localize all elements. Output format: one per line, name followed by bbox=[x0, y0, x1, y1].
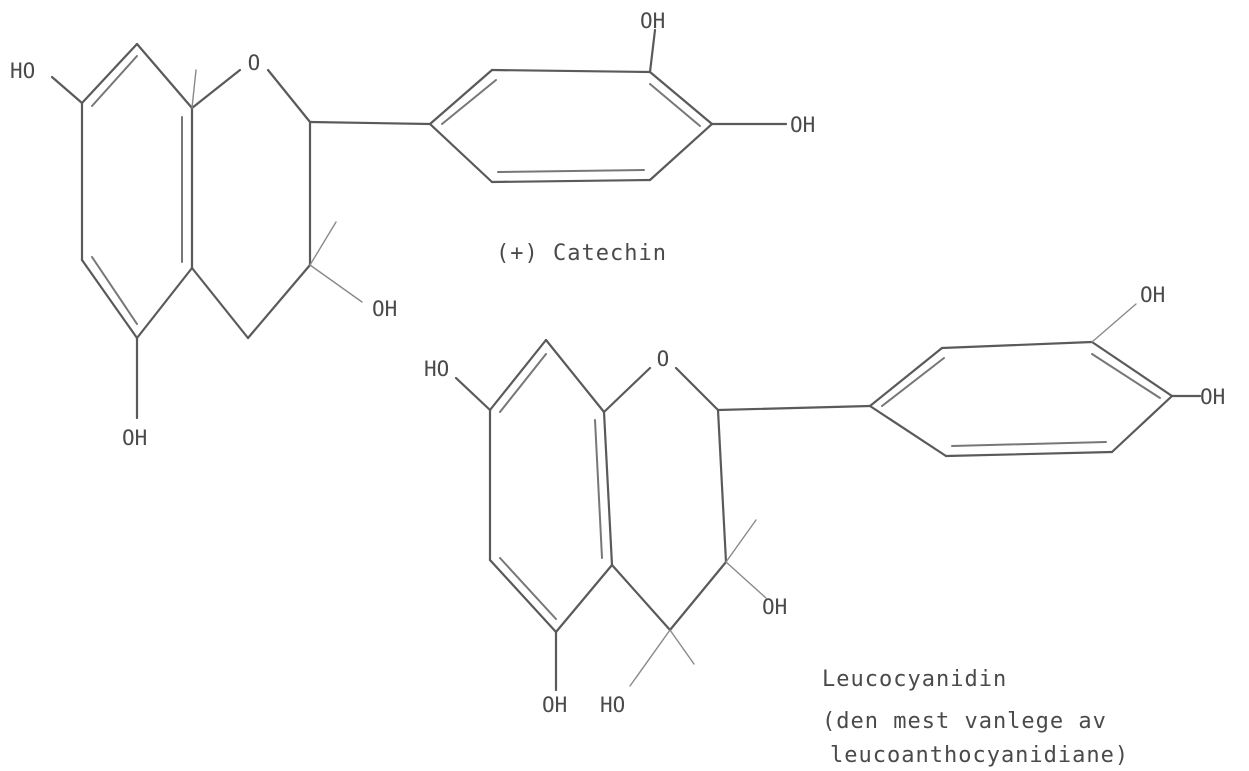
catechin-ring-oxygen: O bbox=[248, 51, 261, 75]
catechin-name: (+) Catechin bbox=[496, 241, 667, 266]
leucocyanidin-note-line1: (den mest vanlege av bbox=[822, 709, 1107, 734]
leucocyanidin-link-bond bbox=[716, 404, 872, 412]
catechin-label-5-oh: OH bbox=[122, 426, 147, 450]
leucocyanidin-label-5-oh: OH bbox=[542, 693, 567, 717]
catechin-label-3-oh: OH bbox=[372, 297, 397, 321]
leucocyanidin-label-4-ho: HO bbox=[600, 693, 625, 717]
leucocyanidin-label-3-oh: OH bbox=[762, 595, 787, 619]
leucocyanidin-bond-7-oh bbox=[454, 376, 492, 412]
leucocyanidin-bond-4-h bbox=[669, 629, 695, 665]
leucocyanidin-ring-c bbox=[602, 366, 728, 632]
catechin-label-3p-oh: OH bbox=[640, 9, 665, 33]
leucocyanidin-ring-a bbox=[488, 338, 614, 634]
catechin-structure: O HO OH OH OH OH (+) Catechin bbox=[10, 9, 815, 450]
catechin-bond-3-h bbox=[309, 221, 337, 266]
leucocyanidin-bond-3-h bbox=[725, 519, 757, 563]
catechin-ring-c bbox=[190, 68, 312, 340]
catechin-link-bond bbox=[308, 120, 432, 126]
catechin-label-4p-oh: OH bbox=[790, 113, 815, 137]
catechin-bond-7-oh bbox=[50, 75, 84, 105]
leucocyanidin-ring-b bbox=[868, 340, 1174, 458]
leucocyanidin-structure: O HO OH OH OH OH HO Leucocyanidin (den m… bbox=[424, 283, 1225, 768]
leucocyanidin-label-4p-oh: OH bbox=[1200, 385, 1225, 409]
catechin-bond-3-oh bbox=[309, 264, 363, 303]
leucocyanidin-label-7-oh: HO bbox=[424, 357, 449, 381]
leucocyanidin-bond-3-oh bbox=[725, 561, 767, 599]
leucocyanidin-note-line2: leucoanthocyanidiane) bbox=[830, 743, 1129, 768]
leucocyanidin-name: Leucocyanidin bbox=[822, 667, 1007, 692]
catechin-label-7-oh: HO bbox=[10, 59, 35, 83]
catechin-ring-a bbox=[80, 42, 194, 340]
leucocyanidin-label-3p-oh: OH bbox=[1140, 283, 1165, 307]
leucocyanidin-bond-3p-oh bbox=[1091, 303, 1137, 343]
leucocyanidin-bond-4-oh bbox=[629, 629, 671, 687]
catechin-bond-8a-stub bbox=[191, 69, 197, 109]
catechin-ring-b bbox=[428, 68, 714, 184]
leucocyanidin-ring-oxygen: O bbox=[657, 347, 670, 371]
catechin-bond-3p-oh bbox=[648, 28, 657, 74]
